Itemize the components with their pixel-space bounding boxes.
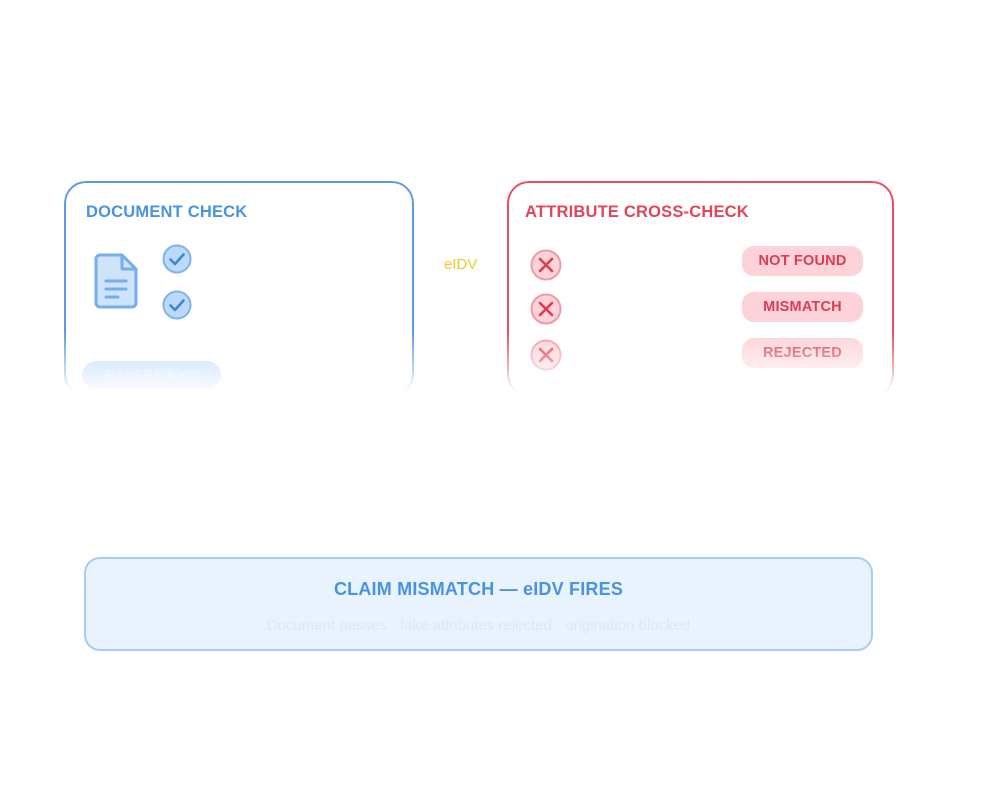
banner-subtitle: Document passes · fake attributes reject… xyxy=(266,617,691,634)
result-banner: CLAIM MISMATCH — eIDV FIRES Document pas… xyxy=(84,557,873,651)
document-icon xyxy=(94,253,138,309)
x-circle-icon xyxy=(530,339,562,371)
document-check-title: DOCUMENT CHECK xyxy=(86,203,248,221)
kyc-status-badge: PASSES KYC xyxy=(82,361,221,389)
document-check-card: DOCUMENT CHECK PASSES KYC xyxy=(64,181,414,396)
banner-title: CLAIM MISMATCH — eIDV FIRES xyxy=(333,579,624,599)
eidv-connector-label: eIDV xyxy=(444,256,478,273)
check-circle-icon xyxy=(162,290,192,320)
status-badge: NOT FOUND xyxy=(742,246,863,276)
attribute-cross-check-card: ATTRIBUTE CROSS-CHECK NOT FOUND MISMATCH… xyxy=(507,181,894,396)
status-badge: REJECTED xyxy=(742,338,863,368)
check-circle-icon xyxy=(162,244,192,274)
status-badge: MISMATCH xyxy=(742,292,863,322)
x-circle-icon xyxy=(530,293,562,325)
attribute-check-title: ATTRIBUTE CROSS-CHECK xyxy=(525,203,749,221)
x-circle-icon xyxy=(530,249,562,281)
